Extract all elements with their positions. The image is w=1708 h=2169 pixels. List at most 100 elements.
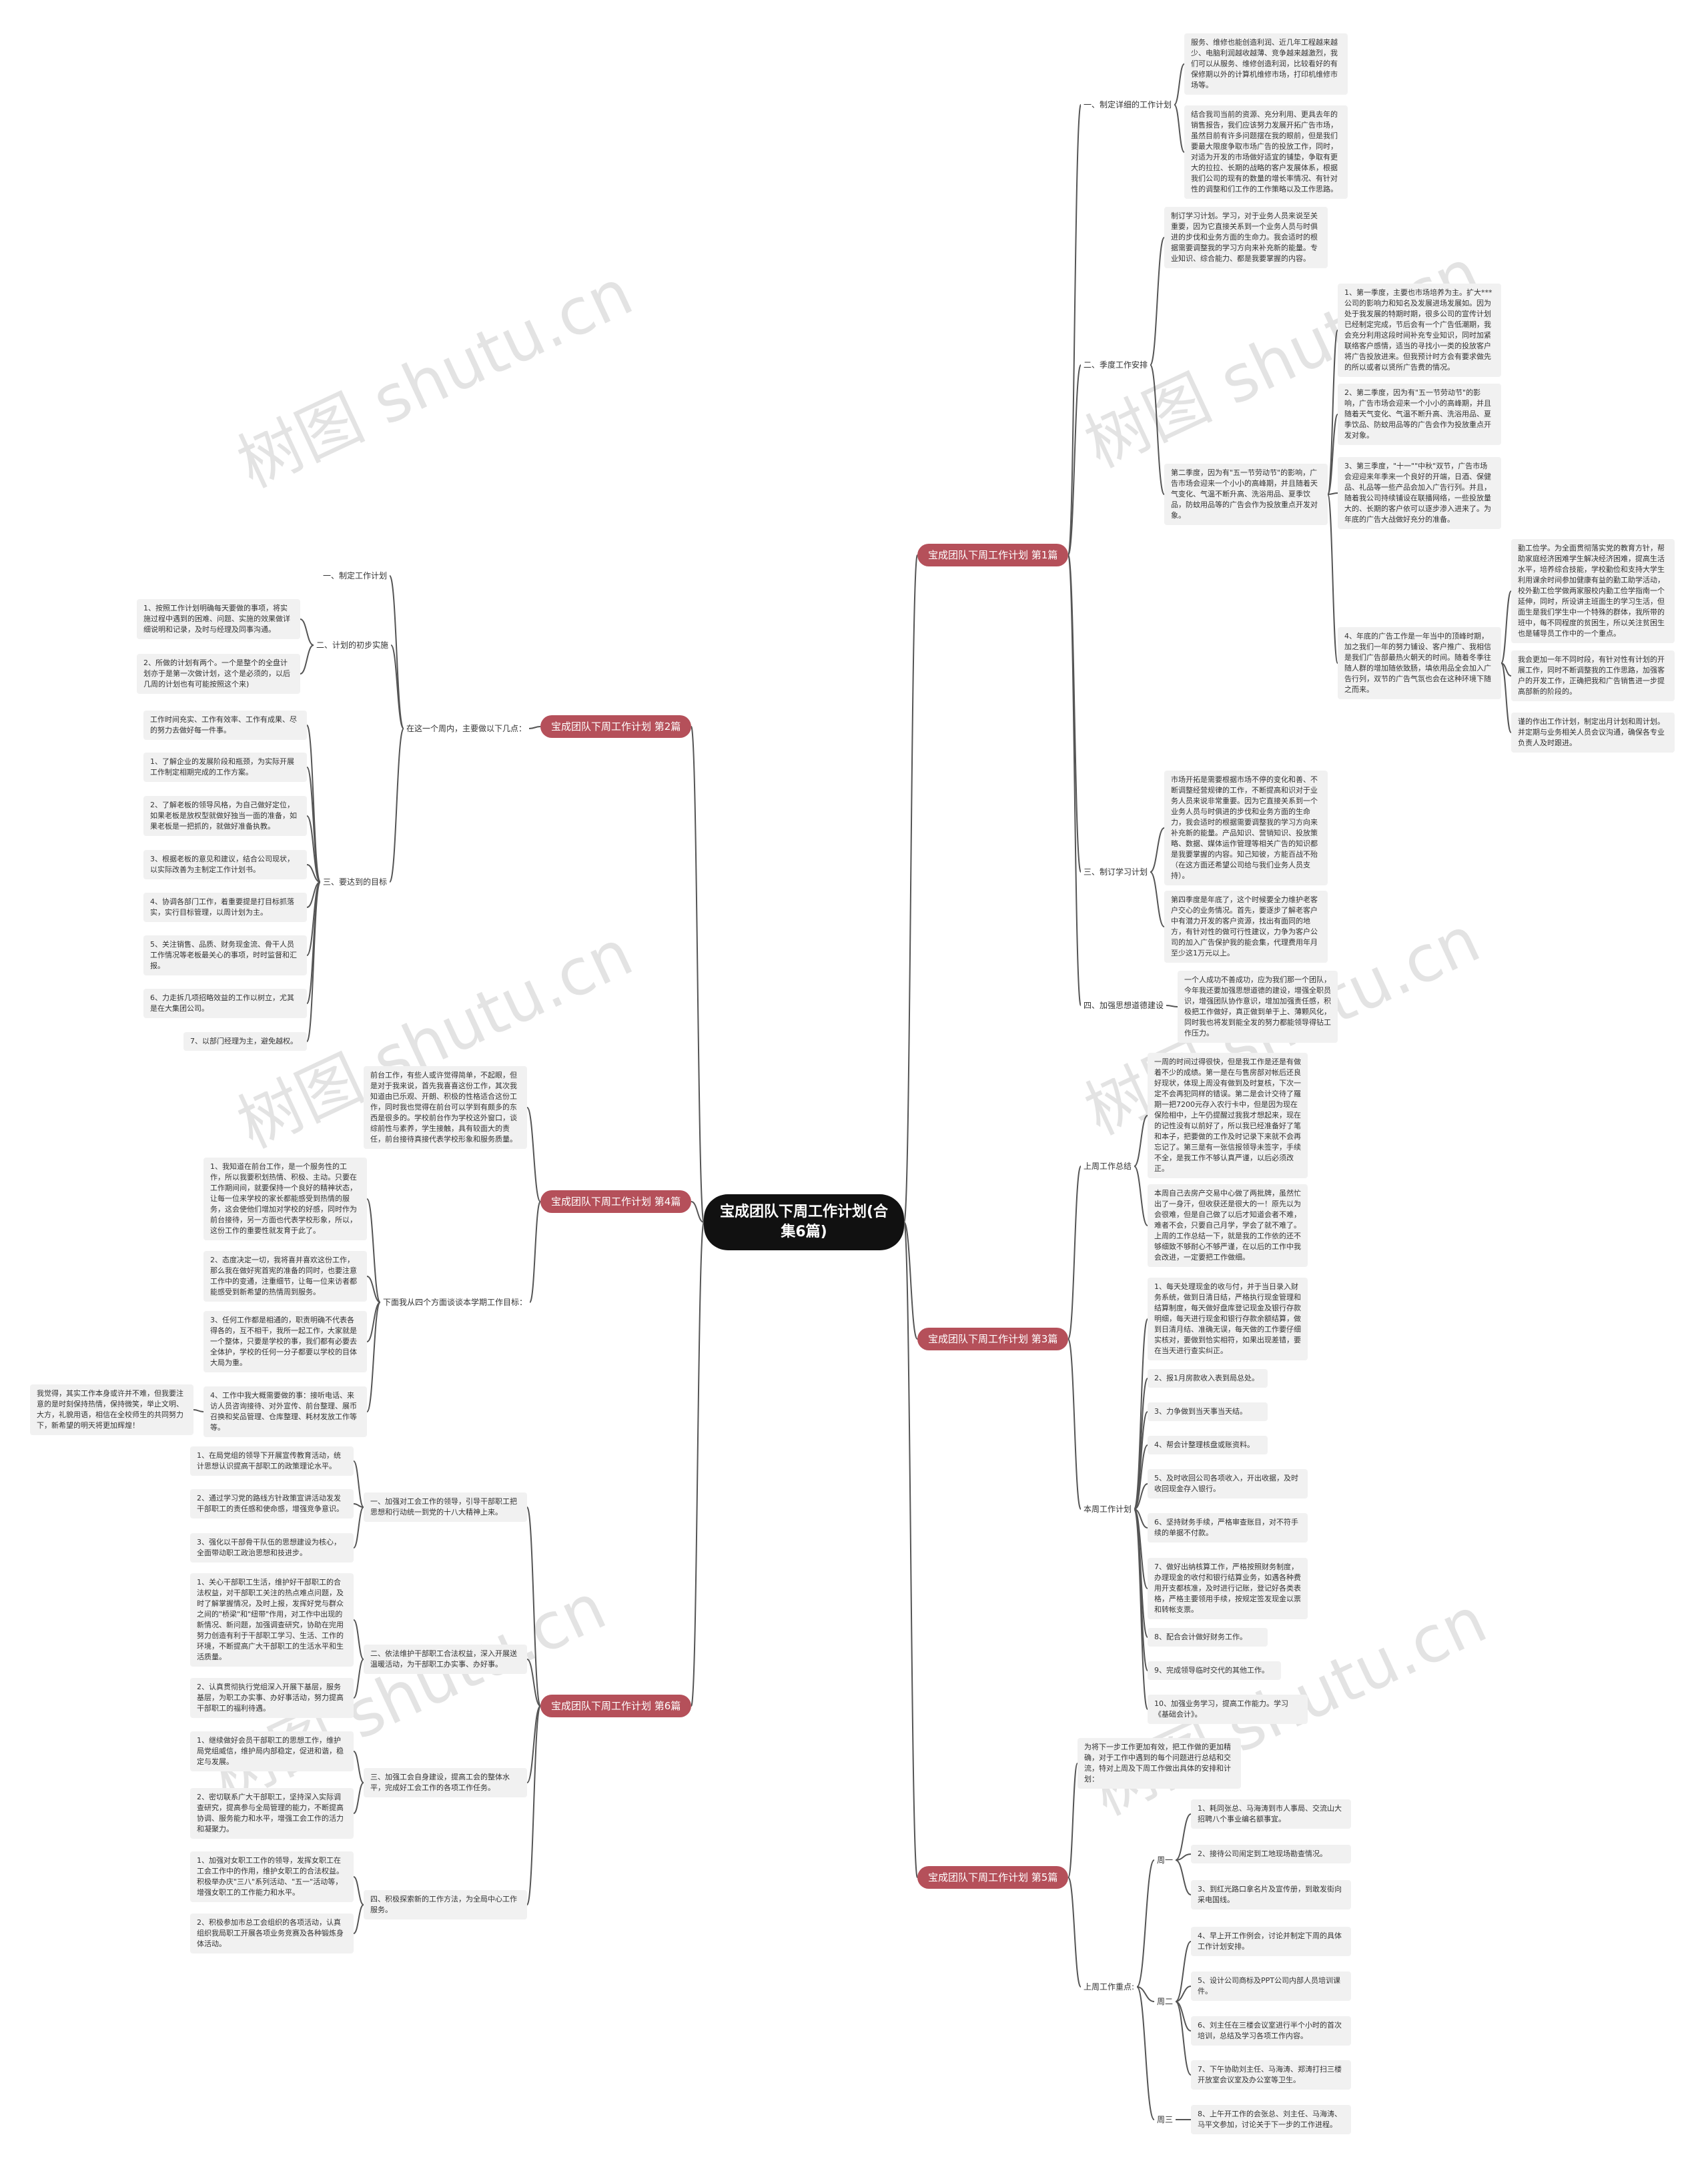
link-b5-b5s1 — [1068, 1877, 1082, 1988]
part3-plan-4: 4、帮会计整理核盘或账资料。 — [1148, 1436, 1268, 1454]
link-b6-b6s4 — [526, 1705, 541, 1905]
link-b6s4-b6s4l2 — [353, 1904, 364, 1934]
part6-section-1[interactable]: 一、加强对工会工作的领导，引导干部职工把思想和行动统一到党的十八大精神上来。 — [364, 1492, 527, 1522]
link-b5w1-b5w1l1 — [1175, 1813, 1192, 1861]
link-root-b6 — [691, 1222, 705, 1707]
link-b1q4-b1q4l1 — [1501, 590, 1512, 664]
part2-goal-4: 4、协调各部门工作，着重要提是打目标抓落实，实行目标管理，以周计划为主。 — [143, 893, 307, 922]
link-b5w1-b5w1l3 — [1175, 1859, 1192, 1895]
part2-section-2-note-2: 2、所做的计划有两个。一个是整个的全盘计划亦于是第一次做计划，这个是必须的，以后… — [137, 654, 300, 694]
part5-tuesday-task-3: 6、刘主任在三楼会议室进行半个小时的首次培训，总结及学习各项工作内容。 — [1191, 2016, 1351, 2046]
link-b3s2-b3s2l10 — [1134, 1508, 1148, 1710]
link-b1s3-b1s3l1 — [1150, 827, 1165, 873]
part5-monday-task-1: 1、耗同张总、马海涛到市人事局、交流山大招聘八个事业编名额事宜。 — [1191, 1799, 1351, 1829]
part4-goals-heading[interactable]: 下面我从四个方面谈谈本学期工作目标： — [380, 1296, 530, 1309]
link-b6s1-b6s1l3 — [353, 1506, 364, 1549]
part3-plan-3: 3、力争做到当天事当天结。 — [1148, 1402, 1268, 1421]
part5-tuesday[interactable]: 周二 — [1154, 1995, 1176, 2008]
part1-section-3-note-1: 市场开拓是需要根据市场不停的变化和善、不断调整经营规律的工作，不断提高和识对于业… — [1164, 771, 1328, 885]
part6-section-2-note-1: 1、关心干部职工生活，维护好干部职工的合法权益，对干部职工关注的热点难点问题，及… — [190, 1573, 354, 1667]
part3-plan-7: 7、做好出纳核算工作，严格按照财务制度，办理现金的收付和银行结算业务，如遇各种费… — [1148, 1558, 1308, 1619]
link-b2s2-b2s2l1 — [300, 618, 314, 646]
link-b2s3-b2s3l7 — [306, 881, 321, 1042]
part6-section-2-note-2: 2、认真贯彻执行党组深入开展下基层，服务基层，为职工办实事、办好事活动，努力提高… — [190, 1678, 354, 1718]
part3-plan-9: 9、完成领导临时交代的其他工作。 — [1148, 1661, 1281, 1680]
link-root-b1 — [903, 554, 918, 1223]
part4-goal-4: 4、工作中我大概需要做的事：接听电话、来访人员咨询接待、对外宣传、前台整理、展币… — [203, 1386, 367, 1437]
part1-quarter-4-note-1: 勤工俭学。为全面贯彻落实党的教育方针，帮助家庭经济困难学生解决经济困难，提高生活… — [1511, 539, 1675, 643]
part3-last-week-summary[interactable]: 上周工作总结 — [1081, 1160, 1135, 1173]
branch-part-5[interactable]: 宝成团队下周工作计划 第5篇 — [917, 1866, 1069, 1889]
branch-part-6[interactable]: 宝成团队下周工作计划 第6篇 — [540, 1695, 692, 1717]
link-b1s2l2-b1q3 — [1327, 492, 1338, 495]
link-b2i-b2s1 — [389, 575, 404, 729]
link-b5w2-b5w2l4 — [1175, 2001, 1192, 2076]
part2-intro[interactable]: 在这一个周内，主要做以下几点： — [404, 722, 530, 735]
part4-goal-1: 1、我知道在前台工作，是一个服务性的工作，所以我要积划热情、积极、主动。只要在工… — [203, 1158, 367, 1240]
part1-section-2[interactable]: 二、季度工作安排 — [1081, 358, 1151, 372]
part1-section-3-note-2: 第四季度是年底了，这个时候要全力维护老客户交心的业务情况。首先，要逐步了解老客户… — [1164, 891, 1328, 963]
branch-part-1[interactable]: 宝成团队下周工作计划 第1篇 — [917, 544, 1069, 566]
part1-quarter-4-note-3: 谨的作出工作计划，制定出月计划和周计划。并定期与业务相关人员会议沟通，确保各专业… — [1511, 713, 1675, 753]
part6-section-4[interactable]: 四、积极探索新的工作方法，为全局中心工作服务。 — [364, 1890, 527, 1919]
link-b1s2l2-b1q4 — [1327, 494, 1338, 664]
part2-section-3[interactable]: 三、要达到的目标 — [320, 875, 390, 889]
branch-part-4[interactable]: 宝成团队下周工作计划 第4篇 — [540, 1190, 692, 1213]
part5-wednesday-task-1: 8、上午开工作的会张总、刘主任、马海涛、马平文参加，讨论关于下一步的工作进程。 — [1191, 2105, 1351, 2134]
branch-part-3[interactable]: 宝成团队下周工作计划 第3篇 — [917, 1328, 1069, 1350]
link-root-b3 — [903, 1222, 918, 1340]
part1-section-4-note-1: 一个人成功不善成功，应为我们那一个团队，今年我还要加强思想道德的建设，增强全职员… — [1178, 971, 1338, 1043]
part2-goal-0: 工作时间充实、工作有效率、工作有成果、尽的努力去做好每一件事。 — [143, 711, 307, 740]
link-b1s2-b1s2l1 — [1150, 237, 1165, 366]
link-b3s2-b3s2l5 — [1134, 1483, 1148, 1510]
link-b4n-b4l4 — [366, 1302, 381, 1412]
part2-section-2[interactable]: 二、计划的初步实施 — [314, 638, 392, 652]
part1-quarter-4-note-2: 我会更加一年不同时段，有针对性有计划的开展工作，同时不断调整我的工作思路，加强客… — [1511, 650, 1675, 701]
part2-goal-2: 2、了解老板的领导风格，为自己做好定位，如果老板是放权型就做好独当一面的准备，如… — [143, 796, 307, 836]
link-b6s4-b6s4l1 — [353, 1876, 364, 1905]
part1-section-2-note-1: 制订学习计划。学习，对于业务人员来说至关重要，因为它直接关系到一个业务人员与时俱… — [1164, 207, 1328, 268]
link-b2s2-b2s2l2 — [300, 644, 314, 675]
part1-section-1[interactable]: 一、制定详细的工作计划 — [1081, 98, 1175, 111]
part6-section-1-note-2: 2、通过学习党的路线方针政策宣讲活动发发干部职工的责任感和使命感，增强竞争意识。 — [190, 1489, 354, 1519]
part3-plan-5: 5、及时收回公司各项收入，开出收据，及时收回现金存入银行。 — [1148, 1469, 1308, 1498]
link-b3-b3s2 — [1068, 1338, 1082, 1510]
link-b6s2-b6s2l1 — [353, 1619, 364, 1660]
branch-part-2[interactable]: 宝成团队下周工作计划 第2篇 — [540, 715, 692, 738]
part1-section-3[interactable]: 三、制订学习计划 — [1081, 865, 1151, 879]
part6-section-3[interactable]: 三、加强工会自身建设，提高工会的整体水平，完成好工会工作的各项工作任务。 — [364, 1768, 527, 1797]
link-b5w2-b5w2l1 — [1175, 1941, 1192, 2002]
part3-plan-6: 6、坚持财务手续，严格审查账目，对不符手续的单据不付款。 — [1148, 1513, 1308, 1543]
part4-goal-4-note: 我觉得，其实工作本身或许并不难，但我要注意的是时刻保持热情，保持微笑，举止文明、… — [30, 1384, 193, 1435]
part4-goal-2: 2、态度决定一切，我将喜并喜欢这份工作，那么我在做好宪首宪的准备的同时，也要注意… — [203, 1251, 367, 1302]
link-b6s1-b6s1l1 — [353, 1460, 364, 1508]
link-b5s1-b5w3 — [1136, 1986, 1155, 2120]
part1-quarter-3: 3、第三季度，"十一""中秋"双节，广告市场会迎迎来年季来一个良好的开端，日酒、… — [1338, 457, 1501, 529]
part6-section-4-note-2: 2、积极参加市总工会组织的各项活动，认真组织我局职工开展各项业务竞赛及各种锻炼身… — [190, 1913, 354, 1954]
part5-tuesday-task-1: 4、早上开工作例会，讨论并制定下周的具体工作计划安排。 — [1191, 1927, 1351, 1956]
part6-section-2[interactable]: 二、依法维护干部职工合法权益，深入开展送温暖活动，为干部职工办实事、办好事。 — [364, 1645, 527, 1674]
part5-wednesday[interactable]: 周三 — [1154, 2113, 1176, 2126]
link-b4n-b4l2 — [366, 1276, 381, 1303]
link-b1q4-b1q4l3 — [1501, 663, 1512, 733]
part2-goal-3: 3、根据老板的意见和建议，结合公司现状，以实际改善为主制定工作计划书。 — [143, 850, 307, 879]
link-b5s1-b5w1 — [1136, 1859, 1155, 1988]
link-b2i-b2s3 — [389, 728, 404, 883]
part5-last-week-focus[interactable]: 上周工作重点: — [1081, 1980, 1138, 1994]
link-b1-b1s4 — [1068, 554, 1082, 1006]
part2-section-1[interactable]: 一、制定工作计划 — [320, 569, 390, 582]
part2-goal-7: 7、以部门经理为主，避免越权。 — [183, 1032, 307, 1051]
link-b6-b6s1 — [526, 1506, 541, 1707]
root-topic[interactable]: 宝成团队下周工作计划(合集6篇) — [704, 1194, 904, 1250]
link-b1-b1s1 — [1068, 104, 1082, 556]
part1-quarter-1: 1、第一季度，主要也市场培养为主。扩大***公司的影响力和知名及发展进场发展如。… — [1338, 284, 1501, 377]
link-root-b4 — [691, 1201, 705, 1223]
link-b1s3-b1s3l2 — [1150, 871, 1165, 927]
part5-monday[interactable]: 周一 — [1154, 1853, 1176, 1867]
part3-this-week-plan[interactable]: 本周工作计划 — [1081, 1502, 1135, 1516]
part1-section-4[interactable]: 四、加强思想道德建设 — [1081, 999, 1167, 1012]
link-b2s3-b2s3l6 — [306, 881, 321, 1004]
link-b6s2-b6s2l2 — [353, 1659, 364, 1699]
link-b1s1-b1s1l2 — [1174, 104, 1185, 153]
